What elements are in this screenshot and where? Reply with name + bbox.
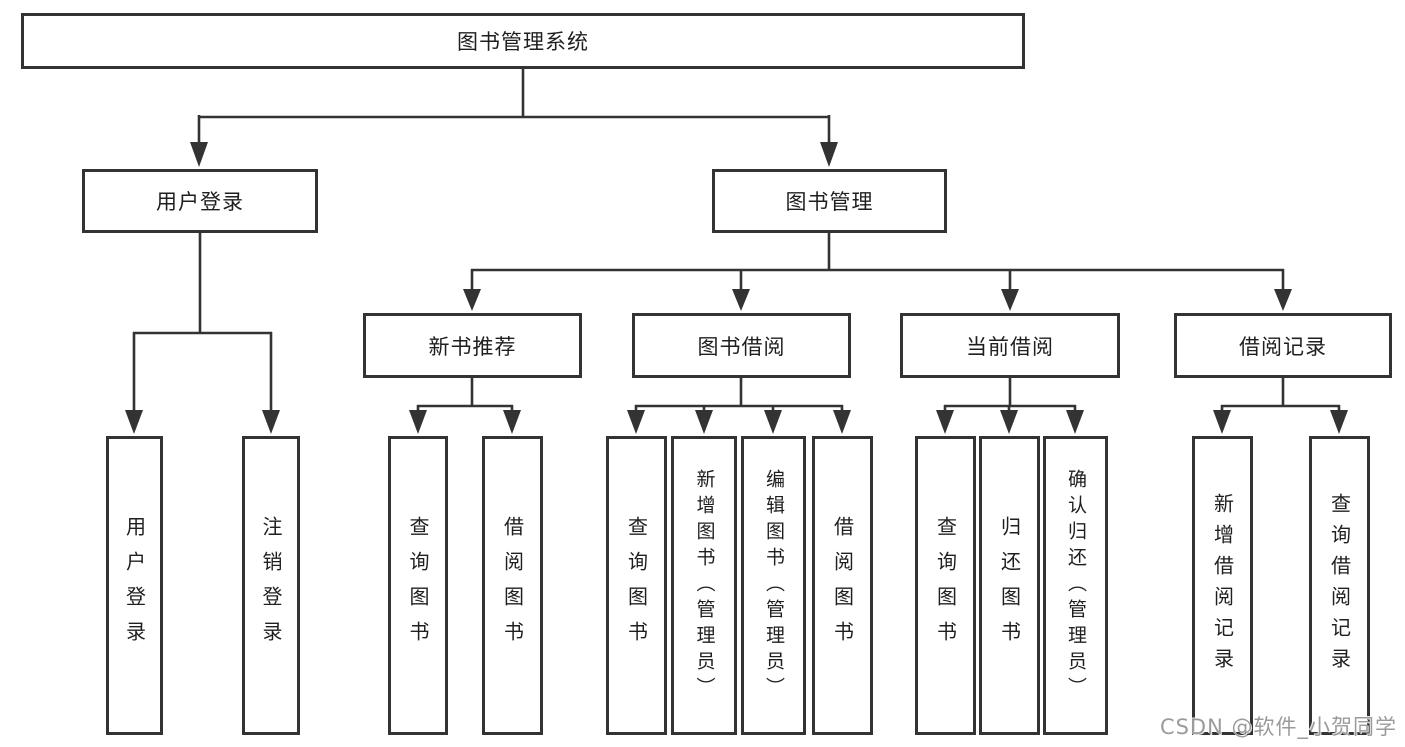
leaf-add-borrow-record-label: 新增借阅记录 — [1210, 492, 1235, 679]
leaf-query-borrow-record-label: 查询借阅记录 — [1327, 492, 1352, 679]
leaf-query-books-borrowing-label: 查询图书 — [624, 515, 649, 656]
leaf-logout-label: 注销登录 — [259, 515, 283, 656]
leaf-query-books-current: 查询图书 — [915, 436, 976, 735]
leaf-add-borrow-record: 新增借阅记录 — [1192, 436, 1253, 735]
leaf-add-book-admin: 新增图书（管理员） — [671, 436, 737, 735]
node-book-borrowing-label: 图书借阅 — [697, 334, 786, 359]
node-root: 图书管理系统 — [21, 13, 1025, 69]
leaf-edit-book-admin-label: 编辑图书（管理员） — [763, 468, 785, 703]
leaf-borrow-books-label: 借阅图书 — [830, 515, 855, 656]
leaf-add-book-admin-label: 新增图书（管理员） — [693, 468, 716, 703]
connector-path — [132, 68, 1341, 414]
node-new-book-recommend: 新书推荐 — [363, 313, 582, 378]
node-borrowing-records-label: 借阅记录 — [1239, 334, 1327, 359]
node-current-borrowing-label: 当前借阅 — [966, 334, 1054, 359]
leaf-query-books-borrowing: 查询图书 — [606, 436, 667, 735]
node-current-borrowing: 当前借阅 — [900, 313, 1120, 378]
leaf-edit-book-admin: 编辑图书（管理员） — [741, 436, 806, 735]
leaf-query-books-recommend-label: 查询图书 — [406, 515, 430, 656]
node-root-label: 图书管理系统 — [457, 30, 589, 54]
node-book-borrowing: 图书借阅 — [632, 313, 851, 378]
leaf-borrow-books-recommend: 借阅图书 — [482, 436, 543, 735]
leaf-query-books-current-label: 查询图书 — [933, 515, 958, 656]
leaf-confirm-return-admin: 确认归还（管理员） — [1043, 436, 1108, 735]
leaf-return-book: 归还图书 — [979, 436, 1040, 735]
node-book-management-label: 图书管理 — [785, 190, 874, 214]
leaf-logout: 注销登录 — [242, 436, 300, 735]
leaf-query-books-recommend: 查询图书 — [388, 436, 448, 735]
node-user-login-label: 用户登录 — [156, 190, 244, 214]
leaf-query-borrow-record: 查询借阅记录 — [1309, 436, 1370, 735]
node-new-book-recommend-label: 新书推荐 — [428, 334, 517, 359]
node-user-login: 用户登录 — [82, 169, 318, 233]
leaf-user-login: 用户登录 — [106, 436, 163, 735]
node-borrowing-records: 借阅记录 — [1174, 313, 1392, 378]
leaf-confirm-return-admin-label: 确认归还（管理员） — [1065, 468, 1087, 703]
leaf-borrow-books-recommend-label: 借阅图书 — [500, 515, 525, 656]
leaf-borrow-books: 借阅图书 — [812, 436, 873, 735]
node-book-management: 图书管理 — [712, 169, 947, 233]
leaf-return-book-label: 归还图书 — [997, 515, 1022, 656]
leaf-user-login-label: 用户登录 — [122, 515, 147, 656]
